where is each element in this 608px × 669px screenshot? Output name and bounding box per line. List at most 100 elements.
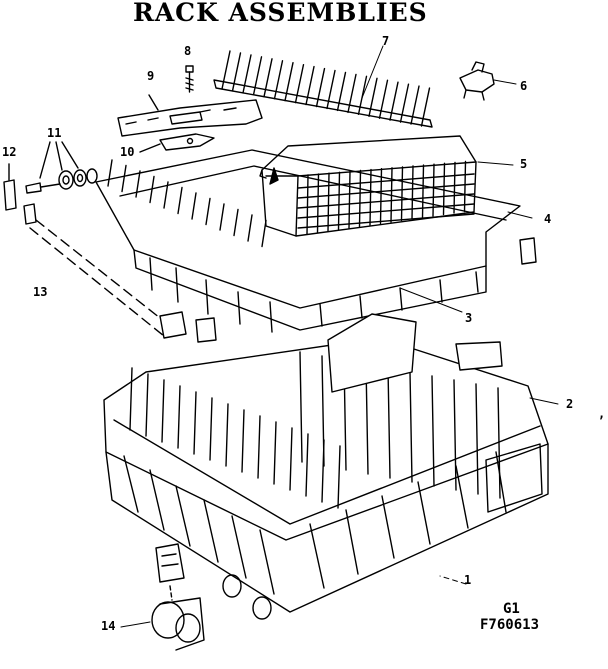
- callout-14: 14: [101, 619, 116, 633]
- rack-tine: [258, 416, 260, 478]
- rack-tine: [242, 410, 244, 472]
- basket-wire: [328, 173, 329, 231]
- basket-wire: [381, 169, 382, 224]
- tine-wire: [306, 67, 314, 105]
- basket-wire: [307, 175, 308, 234]
- basket-wire: [402, 167, 403, 221]
- tine-wire: [390, 82, 398, 120]
- rack-tine: [306, 434, 308, 496]
- basket-wire: [298, 194, 474, 208]
- tine-wire: [222, 51, 230, 89]
- basket-wire: [454, 162, 455, 213]
- tine-wire: [285, 63, 293, 101]
- tine-wire: [254, 57, 262, 95]
- part-10-plate: [140, 134, 214, 152]
- rack-tine: [226, 404, 228, 466]
- group-code: G1: [503, 601, 520, 617]
- callout-7: 7: [382, 34, 390, 48]
- basket-wire: [298, 184, 474, 198]
- basket-wire: [412, 166, 413, 219]
- rack-tine: [178, 386, 180, 448]
- basket-wire: [360, 171, 361, 227]
- basket-wire: [298, 214, 474, 228]
- rack-tine: [300, 352, 302, 462]
- tine-wire: [359, 76, 367, 114]
- rack-tine: [108, 160, 112, 186]
- rack-tine: [210, 398, 212, 460]
- part-6-clip: [460, 62, 494, 100]
- rack-tine: [164, 182, 168, 208]
- tine-wire: [422, 88, 430, 126]
- tine-wire: [327, 71, 335, 109]
- rack-tine: [476, 384, 478, 494]
- drawing-number: F760613: [480, 617, 540, 633]
- rack-tine: [220, 204, 224, 230]
- rack-tine: [410, 372, 412, 482]
- basket-wire: [370, 170, 371, 225]
- part-13-rail: [24, 204, 216, 342]
- part-12-end-cap: [4, 164, 16, 210]
- basket-wire: [423, 165, 424, 217]
- part-14-wheel-set: [152, 544, 271, 650]
- rack-tine: [432, 376, 434, 486]
- rack-tine: [262, 221, 266, 247]
- leader-lines: [121, 46, 558, 627]
- callout-3: 3: [465, 311, 473, 325]
- callout-2: 2: [566, 397, 574, 411]
- callout-8: 8: [184, 44, 192, 58]
- part-1-lower-rack: [104, 314, 548, 612]
- rack-tine: [162, 380, 164, 442]
- callout-13: 13: [33, 285, 48, 299]
- rack-tine: [248, 215, 252, 241]
- tine-wire: [275, 61, 283, 99]
- callout-4: 4: [544, 212, 552, 226]
- part-8-screw: [186, 66, 193, 92]
- basket-wire: [298, 174, 474, 188]
- tine-wire: [243, 55, 251, 93]
- rack-tine: [192, 193, 196, 219]
- callout-11: 11: [47, 126, 62, 140]
- tine-wire: [369, 78, 377, 116]
- stray-mark: ,: [598, 407, 606, 421]
- part-7-tine-row: [214, 51, 432, 127]
- tine-wire: [317, 69, 325, 107]
- rack-tine: [136, 171, 140, 197]
- part-11-roller-set: [26, 142, 97, 193]
- rack-tine: [206, 199, 210, 225]
- rack-tine: [274, 422, 276, 484]
- part-4-upper-rack: [96, 150, 536, 332]
- tine-wire: [264, 59, 272, 97]
- tine-wire: [401, 84, 409, 122]
- callout-1: 1: [464, 573, 472, 587]
- rack-tine: [234, 210, 238, 236]
- rack-tine: [178, 188, 182, 214]
- basket-wire: [465, 162, 466, 212]
- rack-tine: [322, 356, 324, 466]
- rack-tine: [194, 392, 196, 454]
- basket-wire: [318, 174, 319, 232]
- part-9-bracket: [118, 95, 262, 136]
- diagram-title: RACK ASSEMBLIES: [133, 0, 428, 27]
- tine-wire: [296, 65, 304, 103]
- tine-wire: [348, 74, 356, 112]
- callout-12: 12: [2, 145, 17, 159]
- basket-wire: [349, 171, 350, 228]
- callout-10: 10: [120, 145, 135, 159]
- basket-wire: [339, 172, 340, 229]
- rack-tine: [130, 368, 132, 430]
- rack-tine: [454, 380, 456, 490]
- tine-wire: [411, 86, 419, 124]
- rack-tine: [388, 368, 390, 478]
- rack-tine: [290, 428, 292, 490]
- tine-wire: [338, 72, 346, 110]
- rack-tine: [338, 446, 340, 508]
- callout-6: 6: [520, 79, 528, 93]
- callout-9: 9: [147, 69, 155, 83]
- part-5-basket: [260, 136, 476, 236]
- rack-tine: [122, 166, 126, 192]
- rack-tine: [146, 374, 148, 436]
- tine-wire: [233, 53, 241, 91]
- callout-5: 5: [520, 157, 528, 171]
- rack-tine: [498, 388, 500, 498]
